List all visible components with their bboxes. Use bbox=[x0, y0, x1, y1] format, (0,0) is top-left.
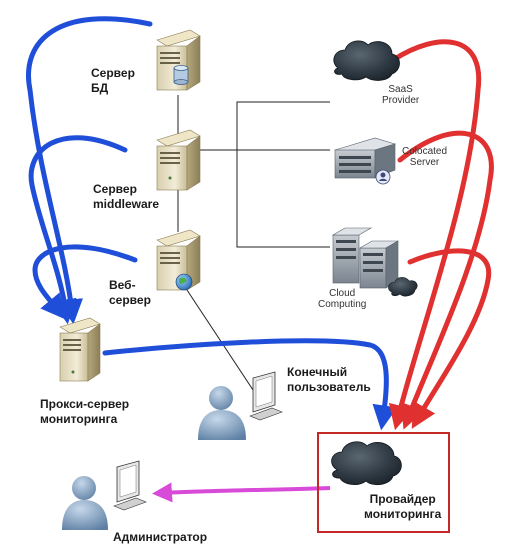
end-user-icon bbox=[198, 371, 283, 440]
user-icon bbox=[62, 476, 108, 530]
user-icon bbox=[198, 386, 246, 440]
saas-cloud-icon bbox=[333, 40, 400, 81]
db-server-label: Сервер БД bbox=[91, 66, 135, 95]
mini-cloud-icon bbox=[388, 277, 418, 297]
admin-icon bbox=[62, 460, 147, 530]
arrow-middleware-to-proxy bbox=[28, 135, 128, 325]
cloud-computing-icon bbox=[331, 227, 418, 297]
database-icon bbox=[173, 65, 189, 85]
proxy-server-icon bbox=[59, 317, 101, 382]
monitor-icon bbox=[249, 371, 283, 421]
link-middleware-cloud bbox=[236, 150, 330, 248]
monitor-icon bbox=[113, 460, 147, 511]
provider-cloud-icon bbox=[331, 441, 402, 486]
colocated-label: Colocated Server bbox=[402, 146, 448, 168]
proxy-label: Прокси-сервер мониторинга bbox=[40, 397, 130, 426]
saas-label: SaaS Provider bbox=[382, 84, 420, 106]
web-server-icon bbox=[156, 229, 201, 291]
provider-label: Провайдер мониторинга bbox=[364, 492, 442, 521]
provider-box bbox=[317, 432, 450, 533]
arrow-db-to-proxy bbox=[26, 16, 153, 325]
link-middleware-saas bbox=[200, 101, 330, 151]
arrow-colocated-to-provider bbox=[397, 130, 494, 430]
middleware-server-icon bbox=[156, 129, 201, 191]
admin-label: Администратор bbox=[113, 530, 208, 544]
red-arrows bbox=[388, 39, 494, 431]
blue-arrows bbox=[26, 16, 398, 431]
end-user-label: Конечный пользователь bbox=[287, 365, 371, 394]
arrow-provider-to-admin bbox=[152, 482, 331, 503]
colocated-rack-icon bbox=[333, 137, 397, 185]
arrow-web-to-proxy bbox=[32, 244, 138, 320]
middleware-server-label: Сервер middleware bbox=[93, 182, 160, 211]
web-server-label: Веб- сервер bbox=[109, 278, 151, 307]
db-server-icon bbox=[156, 29, 201, 91]
arrow-cloud-to-provider bbox=[407, 248, 492, 429]
cloud-label: Cloud Computing bbox=[318, 288, 367, 310]
globe-icon bbox=[175, 273, 193, 291]
arrow-saas-to-provider bbox=[388, 39, 482, 431]
arrow-proxy-to-provider bbox=[102, 338, 398, 431]
connector-lines bbox=[177, 95, 330, 397]
